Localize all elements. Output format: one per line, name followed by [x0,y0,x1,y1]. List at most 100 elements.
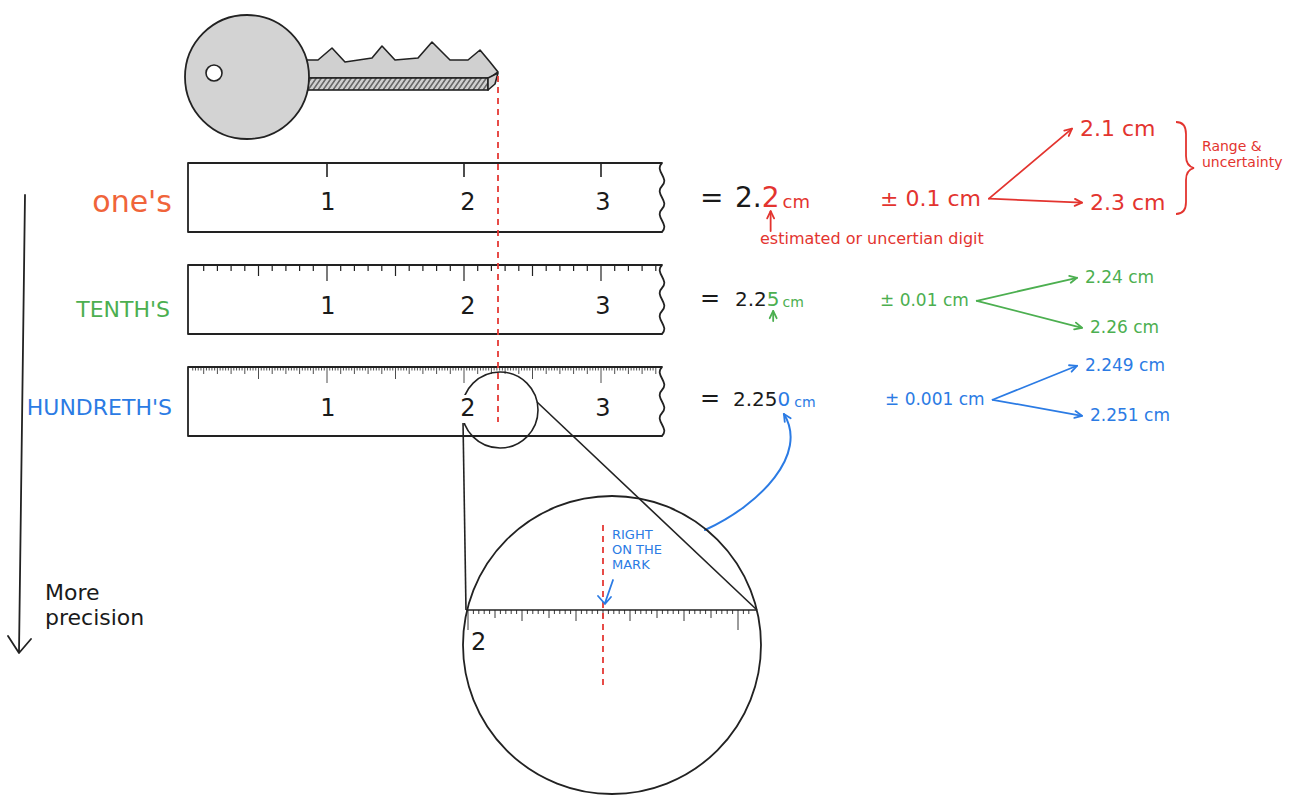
tick [587,367,588,374]
tick [348,367,349,371]
tick [403,367,404,371]
tick [554,367,555,371]
scale-number: 2 [459,293,476,321]
annotation-arrow [989,129,1072,199]
tick [362,367,363,371]
tick [422,367,423,374]
zoom-line [463,421,466,610]
tick [390,367,391,371]
tick [521,367,522,371]
tick [474,367,475,371]
tick [244,367,245,374]
tick [554,610,555,614]
tick [233,367,234,371]
tick [236,367,237,371]
tick [192,367,193,371]
tick [494,367,495,371]
tick [513,367,514,371]
tick [689,610,690,614]
tick [316,367,317,371]
range-value: 2.251 cm [1090,406,1170,426]
tick [220,367,221,371]
tick [242,367,243,371]
tick [324,367,325,371]
tick [624,610,625,614]
range-brace [1176,122,1194,214]
tick [217,265,218,271]
tick [444,367,445,371]
annotation-arrow [993,366,1077,400]
tick [483,367,484,371]
tick [332,367,333,371]
tick [570,367,571,371]
arrow-head [770,311,777,318]
tick [354,265,355,271]
tick [203,265,204,271]
tick [559,265,560,271]
tick [510,367,511,371]
tick [291,367,292,371]
tick [579,367,580,371]
ruler: TENTH'S123 [188,265,662,334]
annotation-arrow [989,199,1082,203]
tick [543,367,544,371]
tick [484,610,485,614]
tick [313,367,314,374]
tick [619,610,620,614]
tick [398,367,399,371]
tick [433,367,434,371]
unit: cm [794,394,815,410]
tick [641,265,642,271]
tick [527,367,528,371]
tick [231,367,232,374]
tick [524,367,525,371]
tick [272,367,273,374]
tick [532,367,533,379]
tick [263,367,264,371]
scale-number: 3 [594,189,611,217]
tick [673,610,674,614]
tick [592,610,593,614]
tick [351,367,352,371]
tick [439,367,440,371]
tick [357,367,358,371]
tick [527,610,528,614]
tick [453,367,454,371]
tick [468,610,469,630]
tick [628,367,629,374]
tick [211,367,212,371]
ruler-ticks [204,265,656,281]
scale-number: 2 [459,395,476,423]
zoom-ruler-edge [466,609,757,611]
tick [511,610,512,614]
tick [326,265,327,281]
measurement-value: 2. [735,182,762,214]
tick [381,265,382,271]
tick [489,610,490,614]
tick [743,610,744,614]
tick [469,367,470,371]
tick [601,367,602,383]
tick [644,367,645,371]
callout-arrow [705,414,791,530]
ruler-label: HUNDRETH'S [27,395,172,420]
measurement-value: 2.25 [733,388,778,411]
annotation-arrow [993,400,1082,416]
uncertainty: ± 0.1 cm [880,186,981,211]
tick [600,265,601,281]
tick [516,367,517,371]
tick [335,367,336,371]
tick [307,367,308,371]
tick [716,610,717,614]
tick [551,367,552,371]
tick [565,610,566,614]
tick [420,367,421,371]
tick [636,367,637,371]
tick [321,367,322,371]
tick [473,610,474,614]
tick [222,367,223,371]
tick [261,367,262,371]
tick [581,367,582,371]
tick [614,265,615,271]
